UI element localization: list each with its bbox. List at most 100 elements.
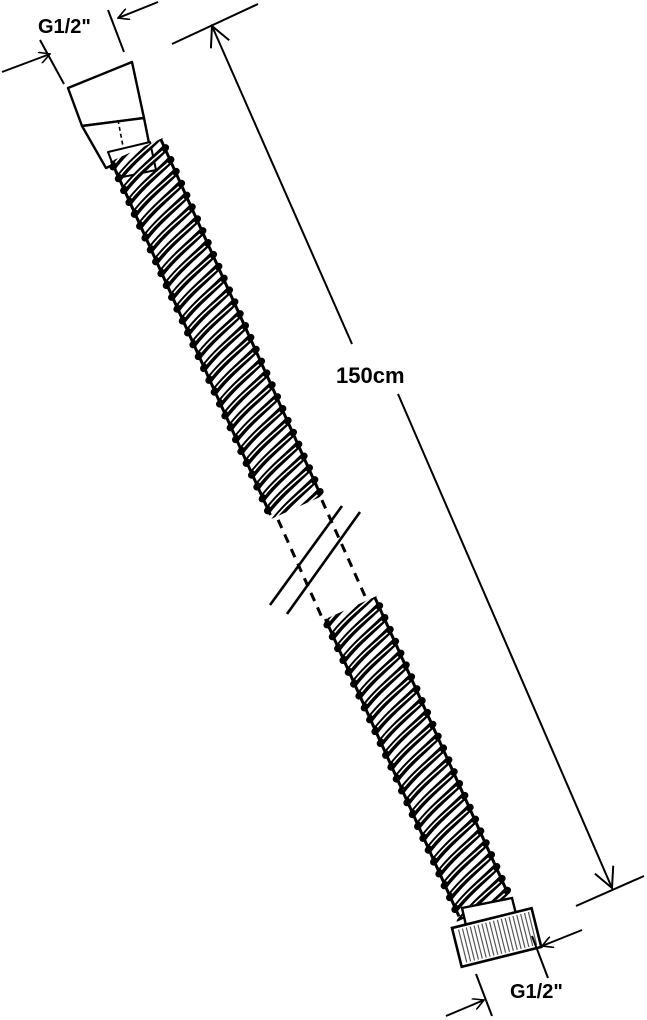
coil-highlight — [146, 197, 185, 235]
top-extension-line-right — [107, 9, 125, 53]
knurl-line — [469, 926, 479, 960]
coil-highlight — [173, 257, 212, 294]
coil-highlight — [435, 821, 474, 859]
knurl-line — [527, 911, 538, 946]
coil-highlight — [392, 727, 431, 764]
coil-highlight — [360, 655, 399, 693]
coil-highlight — [221, 363, 260, 401]
coil-highlight — [344, 620, 383, 657]
coil-highlight — [258, 446, 297, 484]
coil-highlight — [215, 352, 254, 389]
coil-highlight — [141, 186, 180, 223]
knurl-line — [489, 921, 499, 955]
length-arrow-bottom — [397, 393, 612, 888]
knurl-line — [508, 916, 518, 951]
top-thread-dimension: G1/2" — [1, 1, 159, 85]
coil-highlight — [120, 138, 159, 175]
knurl-line — [512, 915, 522, 950]
bottom-arrow-right — [542, 929, 583, 946]
knurl-line — [496, 919, 507, 953]
length-extension-line-top — [171, 3, 259, 45]
coil-highlight — [226, 375, 265, 413]
top-thread-label: G1/2" — [38, 16, 91, 38]
coil-highlight — [274, 482, 313, 519]
coil-highlight — [242, 411, 281, 448]
knurl-line — [457, 929, 468, 963]
knurl-line — [520, 913, 530, 948]
coil-highlight — [440, 833, 479, 871]
coil-highlight — [419, 786, 458, 823]
bottom-nut-icon — [450, 896, 543, 969]
coil-highlight — [130, 162, 169, 199]
knurl-line — [500, 918, 511, 952]
knurl-line — [477, 924, 487, 958]
bottom-thread-dimension: G1/2" — [445, 929, 583, 1017]
break-mark-icon — [268, 499, 368, 619]
coil-highlight — [136, 174, 174, 211]
coil-highlight — [162, 233, 201, 270]
knurl-line — [492, 920, 503, 954]
length-label: 150cm — [336, 363, 405, 388]
coil-highlight — [456, 869, 495, 906]
coil-highlight — [445, 845, 484, 882]
coil-highlight — [424, 798, 463, 835]
top-extension-line-left — [39, 39, 65, 85]
coil-highlight — [451, 857, 490, 894]
coil-highlight — [253, 435, 292, 472]
knurl-line — [481, 923, 491, 957]
knurl-line — [516, 914, 526, 949]
coil-highlight — [355, 644, 394, 681]
coil-highlight — [403, 750, 442, 788]
knurl-line — [523, 912, 534, 947]
coil-highlight — [429, 810, 468, 847]
coil-highlight — [152, 209, 190, 247]
coil-highlight — [382, 703, 420, 740]
coil-highlight — [413, 774, 452, 811]
knurl-pattern — [457, 911, 538, 963]
coil-highlight — [371, 679, 410, 716]
bottom-extension-line-right — [531, 935, 549, 979]
knurl-line — [485, 922, 495, 956]
knurl-line — [461, 928, 472, 962]
coil-highlight — [168, 245, 206, 282]
top-arrow-left — [1, 54, 50, 73]
bottom-thread-label: G1/2" — [510, 981, 563, 1003]
bottom-arrow-left — [445, 1000, 484, 1017]
coil-highlight — [125, 150, 164, 187]
knurl-line — [465, 927, 476, 961]
coil-highlight — [231, 387, 270, 424]
spiral-hose-icon — [109, 136, 324, 521]
coil-highlight — [199, 316, 238, 353]
top-arrow-right — [118, 1, 159, 18]
knurl-line — [504, 917, 514, 951]
length-arrow-top — [212, 26, 353, 345]
spiral-hose-icon — [323, 594, 512, 923]
coil-highlight — [205, 328, 244, 365]
coil-highlight — [376, 691, 415, 728]
coil-highlight — [237, 399, 276, 436]
hose-lower-segment — [323, 594, 512, 923]
top-nut-icon — [66, 60, 157, 179]
hose-upper-segment — [109, 136, 324, 521]
coil-highlight — [189, 292, 228, 330]
coil-highlight — [350, 632, 388, 669]
coil-highlight — [408, 762, 447, 799]
length-extension-line-bottom — [575, 875, 645, 907]
length-dimension: 150cm — [171, 3, 645, 907]
coil-highlight — [397, 738, 436, 776]
coil-highlight — [339, 608, 378, 645]
knurl-line — [473, 925, 483, 959]
coil-highlight — [269, 470, 308, 507]
coil-highlight — [387, 715, 426, 752]
coil-highlight — [210, 340, 249, 377]
coil-highlight — [263, 458, 302, 496]
coil-highlight — [334, 596, 373, 633]
coil-highlight — [157, 221, 196, 258]
coil-highlight — [183, 280, 222, 318]
coil-highlight — [178, 269, 217, 306]
coil-highlight — [247, 423, 286, 460]
coil-highlight — [366, 667, 404, 705]
bottom-extension-line-left — [475, 973, 493, 1017]
coil-highlight — [194, 304, 233, 341]
